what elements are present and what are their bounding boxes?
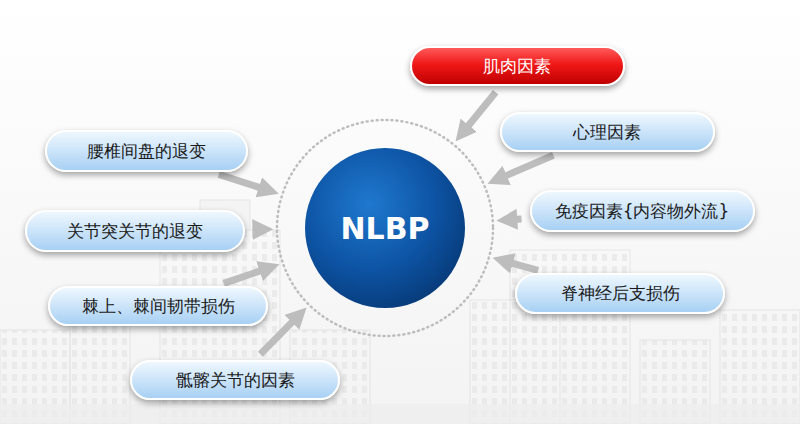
arrow-connector (505, 219, 522, 220)
arrow-connector (461, 92, 496, 135)
factor-box: 骶髂关节的因素 (130, 360, 340, 400)
node-label: 脊神经后支损伤 (561, 282, 680, 305)
arrow-connector (495, 155, 553, 180)
arrow-connector (260, 313, 300, 354)
node-label: 棘上、棘间韧带损伤 (82, 295, 235, 318)
node-label: 腰椎间盘的退变 (87, 140, 206, 163)
arrow-connector (224, 267, 272, 283)
factor-box: 肌肉因素 (410, 46, 625, 86)
factor-box: 腰椎间盘的退变 (45, 130, 248, 172)
arrow-connector (219, 174, 271, 191)
arrow-connector (253, 226, 265, 233)
factor-box: 脊神经后支损伤 (515, 273, 725, 314)
factor-box: 免疫因素{内容物外流} (530, 190, 755, 232)
factor-box: 心理因素 (500, 112, 715, 152)
node-label: 肌肉因素 (483, 55, 551, 78)
center-circle: NLBP (275, 118, 495, 338)
factor-box: 关节突关节的退变 (25, 210, 245, 252)
node-label: 心理因素 (573, 121, 641, 144)
node-label: 骶髂关节的因素 (176, 369, 295, 392)
factor-box: 棘上、棘间韧带损伤 (48, 286, 268, 326)
node-label: 免疫因素{内容物外流} (555, 200, 730, 223)
node-label: NLBP (340, 211, 429, 246)
node-label: 关节突关节的退变 (67, 220, 203, 243)
arrow-connector (501, 260, 539, 270)
